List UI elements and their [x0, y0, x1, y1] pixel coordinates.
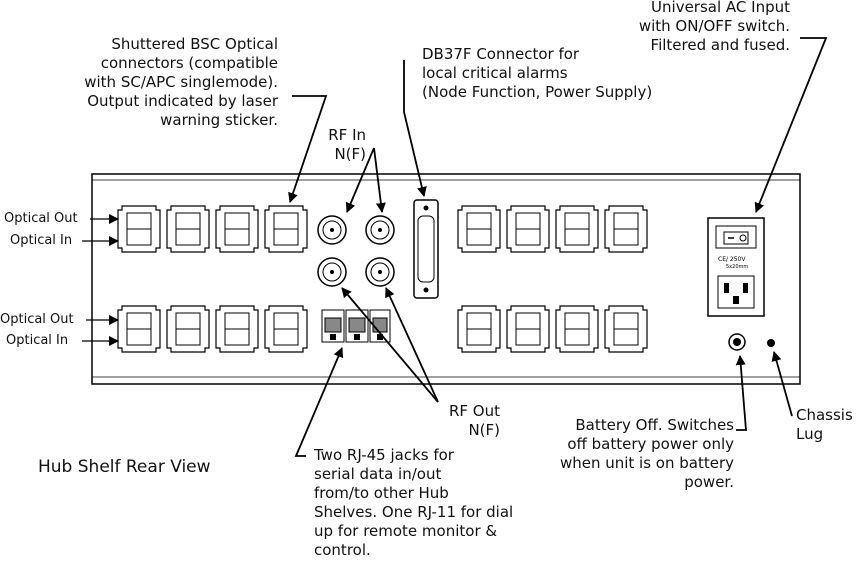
rf-out-connectors [317, 257, 395, 287]
ac-input-module [707, 217, 765, 317]
optical-connector [555, 305, 599, 353]
optical-connectors-label: Shuttered BSC Optical connectors (compat… [84, 35, 278, 129]
optical-connector [166, 305, 210, 353]
optical-out-top-label: Optical Out [4, 211, 78, 226]
hub-shelf-title: Hub Shelf Rear View [38, 457, 211, 477]
optical-out-bottom-label: Optical Out [0, 312, 74, 327]
svg-text:5x20mm: 5x20mm [726, 264, 748, 270]
rf-in-connectors [317, 215, 395, 245]
rf-out-label: RF Out N(F) [448, 402, 500, 439]
optical-connector [215, 305, 259, 353]
optical-connector [604, 205, 648, 253]
rj-jacks [321, 309, 391, 343]
optical-connector [264, 305, 308, 353]
rj45-label: Two RJ-45 jacks for serial data in/out f… [314, 446, 514, 559]
optical-connector [506, 305, 550, 353]
chassis-panel [91, 173, 801, 385]
optical-side-arrows [82, 214, 119, 346]
optical-connector [264, 205, 308, 253]
db37-connector [413, 199, 439, 299]
chassis-lug-label: Chassis Lug [796, 406, 853, 443]
optical-connector [604, 305, 648, 353]
db37-label: DB37F Connector for local critical alarm… [422, 45, 653, 101]
rf-in-label: RF In N(F) [328, 126, 366, 163]
ac-input-label: Universal AC Input with ON/OFF switch. F… [638, 0, 790, 54]
optical-connector [166, 205, 210, 253]
optical-connector [215, 205, 259, 253]
optical-in-top-label: Optical In [10, 233, 73, 248]
optical-connector-groups [117, 205, 648, 353]
optical-connector [457, 305, 501, 353]
optical-connector [506, 205, 550, 253]
ac-module-markings: CE/ 250V [718, 256, 746, 263]
optical-in-bottom-label: Optical In [6, 333, 69, 348]
optical-connector [117, 205, 161, 253]
battery-off-label: Battery Off. Switches off battery power … [559, 416, 734, 491]
optical-connector [117, 305, 161, 353]
optical-connector [555, 205, 599, 253]
chassis-lug [767, 339, 775, 347]
leader-arrows [288, 37, 828, 457]
optical-connector [457, 205, 501, 253]
